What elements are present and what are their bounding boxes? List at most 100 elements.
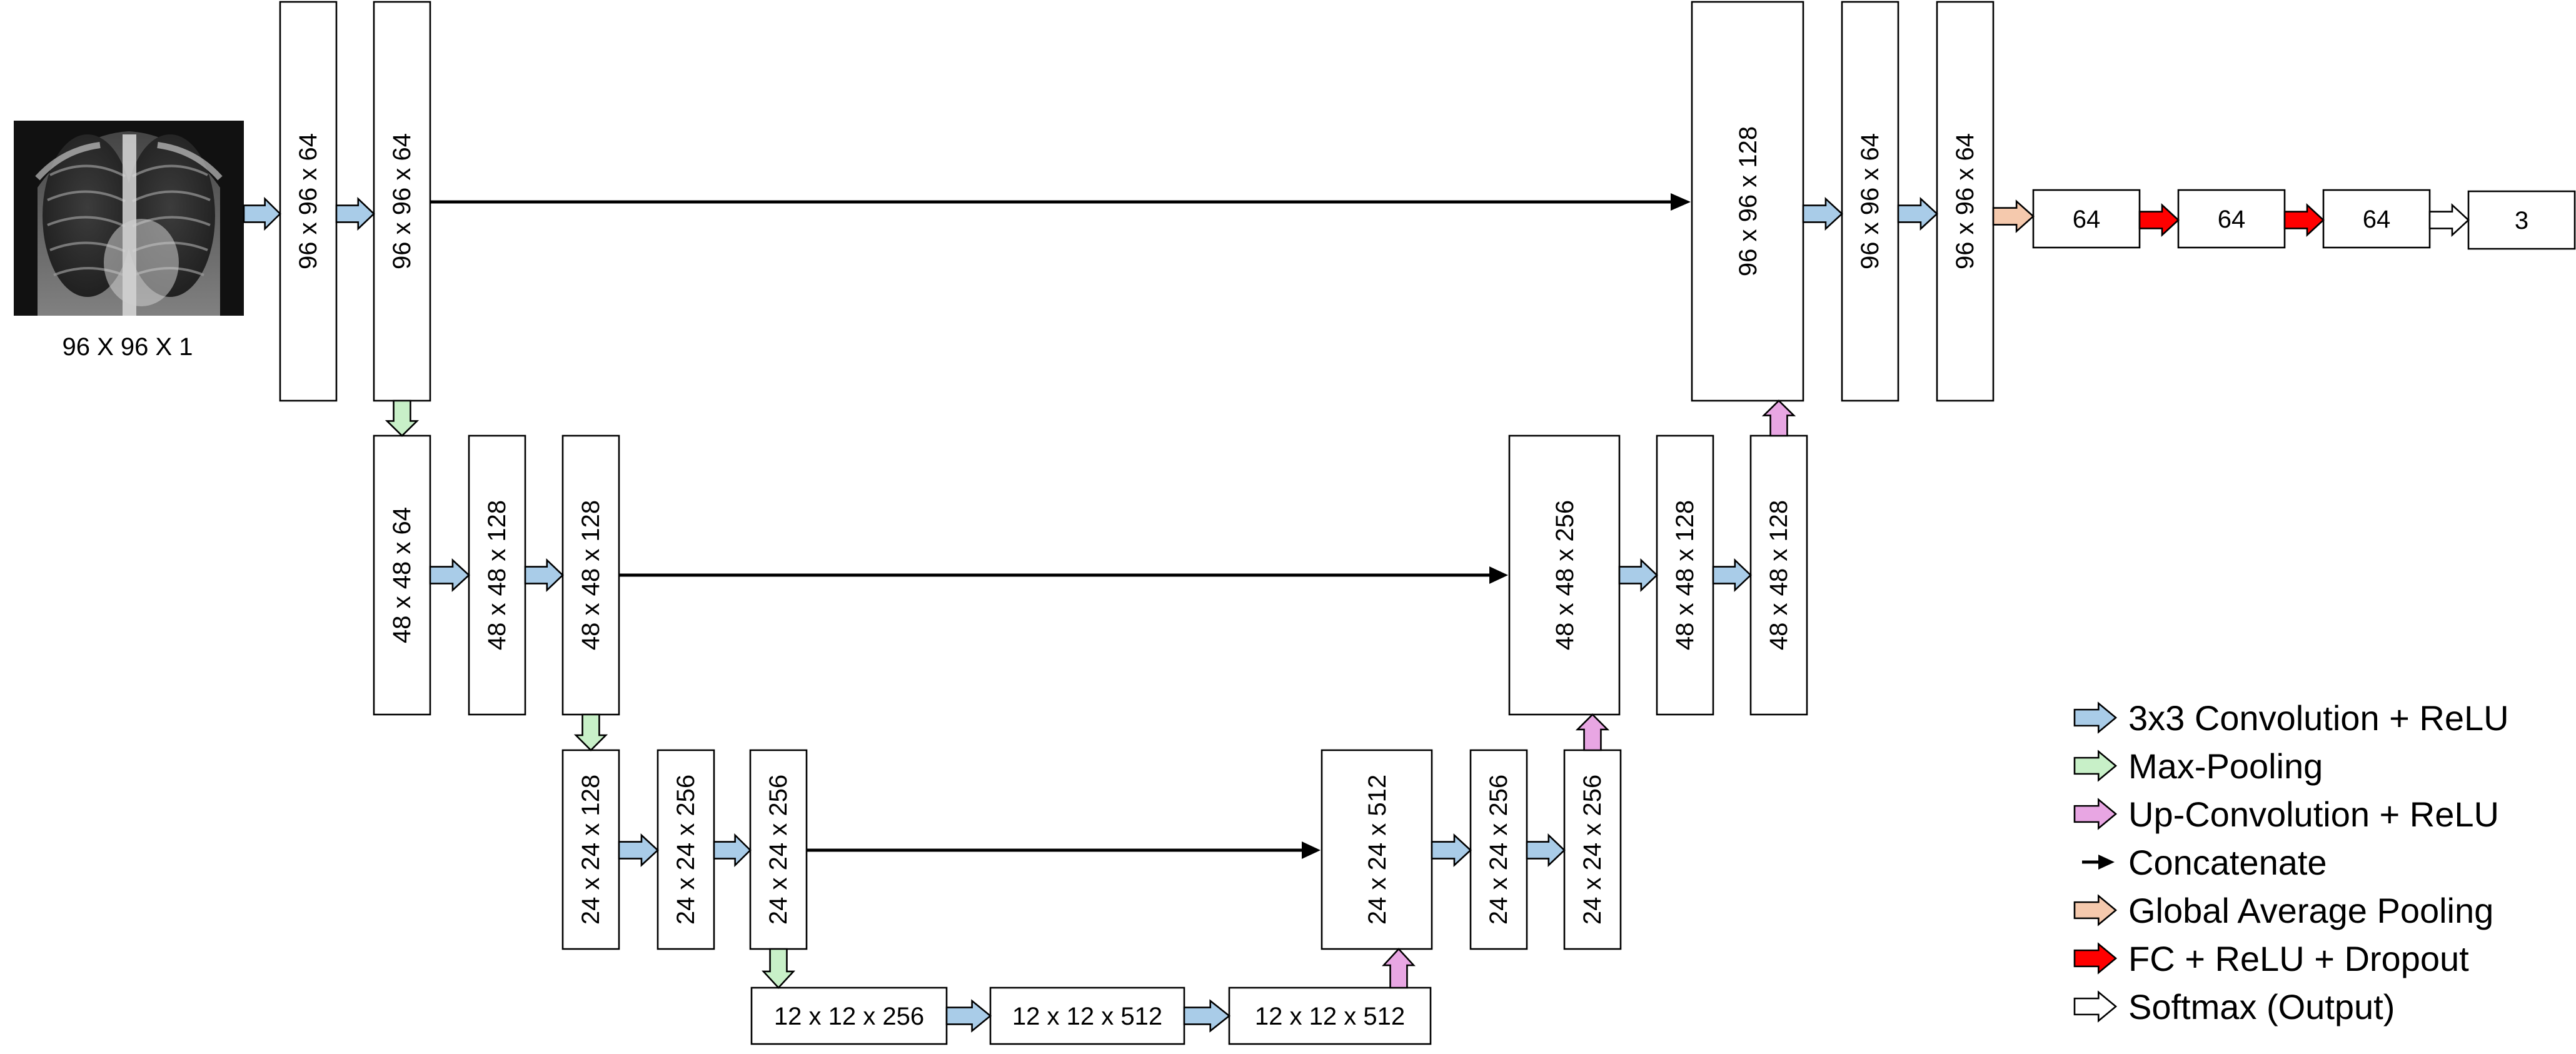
- block-label: 96 x 96 x 128: [1734, 126, 1762, 276]
- conv-arrow: [429, 558, 470, 592]
- bottleneck-block-2: 12 x 12 x 512: [989, 986, 1185, 1045]
- conv-arrow: [243, 196, 281, 231]
- legend-label: Max-Pooling: [2128, 746, 2323, 786]
- block-label: 24 x 24 x 256: [1579, 775, 1606, 925]
- block-label: 96 x 96 x 64: [1856, 133, 1884, 269]
- input-caption: 96 X 96 X 1: [62, 333, 193, 361]
- block-label: 12 x 12 x 256: [774, 1003, 924, 1030]
- block-label: 24 x 24 x 128: [577, 775, 605, 925]
- conv-arrow: [945, 999, 992, 1033]
- block-label: 48 x 48 x 128: [1765, 500, 1793, 650]
- conv-arrow: [1431, 833, 1472, 867]
- output-block: 3: [2467, 190, 2576, 250]
- fc-block-3: 64: [2322, 189, 2431, 249]
- fc-block-1: 64: [2032, 189, 2141, 249]
- gap-arrow: [1992, 199, 2035, 233]
- conv-arrow: [1526, 833, 1566, 868]
- decoder-block-2c: 48 x 48 x 128: [1749, 434, 1808, 716]
- conv-arrow: [713, 833, 752, 868]
- legend: 3x3 Convolution + ReLU Max-PoolingUp-Conv…: [2073, 698, 2509, 1026]
- block-label: 24 x 24 x 256: [765, 775, 792, 925]
- block-label: 96 x 96 x 64: [294, 133, 322, 269]
- block-label: 24 x 24 x 256: [672, 775, 700, 925]
- block-label: 24 x 24 x 512: [1364, 775, 1391, 925]
- decoder-block-3a: 24 x 24 x 512: [1321, 749, 1433, 950]
- legend-label: Softmax (Output): [2128, 987, 2395, 1026]
- fc-legend-arrow: [2073, 942, 2118, 975]
- block-label: 96 x 96 x 64: [388, 133, 416, 269]
- fc-arrow: [2283, 203, 2325, 237]
- conv-arrow: [1618, 558, 1658, 593]
- block-label: 64: [2073, 206, 2101, 233]
- conv-arrow: [1183, 999, 1231, 1033]
- block-label: 48 x 48 x 128: [1671, 500, 1699, 650]
- block-label: 48 x 48 x 256: [1551, 500, 1579, 650]
- legend-label: FC + ReLU + Dropout: [2128, 939, 2469, 978]
- softmax-legend-arrow: [2073, 990, 2118, 1023]
- encoder-block-2c: 48 x 48 x 128: [561, 434, 620, 716]
- conv-arrow: [335, 196, 375, 231]
- upconv-arrow: [1761, 399, 1796, 437]
- encoder-block-3a: 24 x 24 x 128: [561, 749, 620, 950]
- skip-connection-level1: [430, 193, 1691, 211]
- pool-legend-arrow: [2073, 750, 2118, 782]
- legend-label: Concatenate: [2128, 843, 2327, 882]
- conv-arrow: [1897, 197, 1938, 231]
- decoder-block-2b: 48 x 48 x 128: [1656, 434, 1714, 716]
- gap-legend-arrow: [2073, 894, 2118, 926]
- conv-arrow: [618, 833, 659, 867]
- decoder-block-3c: 24 x 24 x 256: [1563, 749, 1622, 950]
- legend-item: Global Average Pooling: [2073, 891, 2493, 930]
- legend-item: Softmax (Output): [2073, 987, 2395, 1026]
- fc-block-2: 64: [2177, 189, 2286, 249]
- block-label: 24 x 24 x 256: [1485, 775, 1512, 925]
- legend-label: Up-Convolution + ReLU: [2128, 795, 2499, 834]
- decoder-block-1c: 96 x 96 x 64: [1936, 1, 1995, 402]
- maxpool-arrow: [385, 399, 420, 437]
- maxpool-arrow: [573, 713, 608, 751]
- block-label: 12 x 12 x 512: [1255, 1003, 1405, 1030]
- conv-arrow: [1712, 558, 1752, 593]
- block-label: 48 x 48 x 64: [388, 507, 416, 643]
- conv-arrow: [1802, 197, 1843, 231]
- skip-connection-level3: [807, 841, 1321, 859]
- encoder-block-2a: 48 x 48 x 64: [373, 434, 431, 716]
- legend-label: 3x3 Convolution + ReLU: [2128, 698, 2509, 738]
- upconv-arrow: [1575, 713, 1610, 751]
- decoder-block-3b: 24 x 24 x 256: [1469, 749, 1528, 950]
- maxpool-arrow: [762, 948, 795, 989]
- bottleneck-block-1: 12 x 12 x 256: [750, 986, 948, 1045]
- conv-arrow: [524, 558, 564, 593]
- block-label: 64: [2363, 206, 2391, 233]
- block-label: 96 x 96 x 64: [1951, 133, 1979, 269]
- fc-arrow: [2138, 203, 2180, 237]
- encoder-block-1a: 96 x 96 x 64: [279, 1, 338, 402]
- legend-item: Up-Convolution + ReLU: [2073, 795, 2499, 834]
- block-label: 48 x 48 x 128: [483, 500, 511, 650]
- encoder-block-3c: 24 x 24 x 256: [749, 749, 808, 950]
- legend-item: FC + ReLU + Dropout: [2073, 939, 2469, 978]
- upconv-legend-arrow: [2073, 798, 2118, 830]
- legend-label: Global Average Pooling: [2128, 891, 2493, 930]
- input-xray-image: [14, 121, 244, 316]
- conv-legend-arrow: [2073, 701, 2118, 734]
- block-label: 64: [2218, 206, 2246, 233]
- block-label: 48 x 48 x 128: [577, 500, 605, 650]
- legend-item: 3x3 Convolution + ReLU: [2073, 698, 2509, 738]
- block-label: 3: [2515, 207, 2528, 234]
- bottleneck-block-3: 12 x 12 x 512: [1228, 986, 1432, 1045]
- upconv-arrow: [1382, 948, 1416, 989]
- decoder-block-2a: 48 x 48 x 256: [1508, 434, 1621, 716]
- skip-connection-level2: [619, 566, 1508, 584]
- encoder-block-1b: 96 x 96 x 64: [373, 1, 431, 402]
- concat-legend-arrowhead: [2098, 855, 2115, 870]
- encoder-block-2b: 48 x 48 x 128: [468, 434, 526, 716]
- block-label: 12 x 12 x 512: [1012, 1003, 1162, 1030]
- legend-item: Max-Pooling: [2073, 746, 2323, 786]
- decoder-block-1b: 96 x 96 x 64: [1841, 1, 1899, 402]
- arrows-layer: [243, 196, 2470, 1033]
- decoder-block-1a: 96 x 96 x 128: [1691, 1, 1804, 402]
- encoder-block-3b: 24 x 24 x 256: [657, 749, 715, 950]
- softmax-arrow: [2428, 203, 2470, 237]
